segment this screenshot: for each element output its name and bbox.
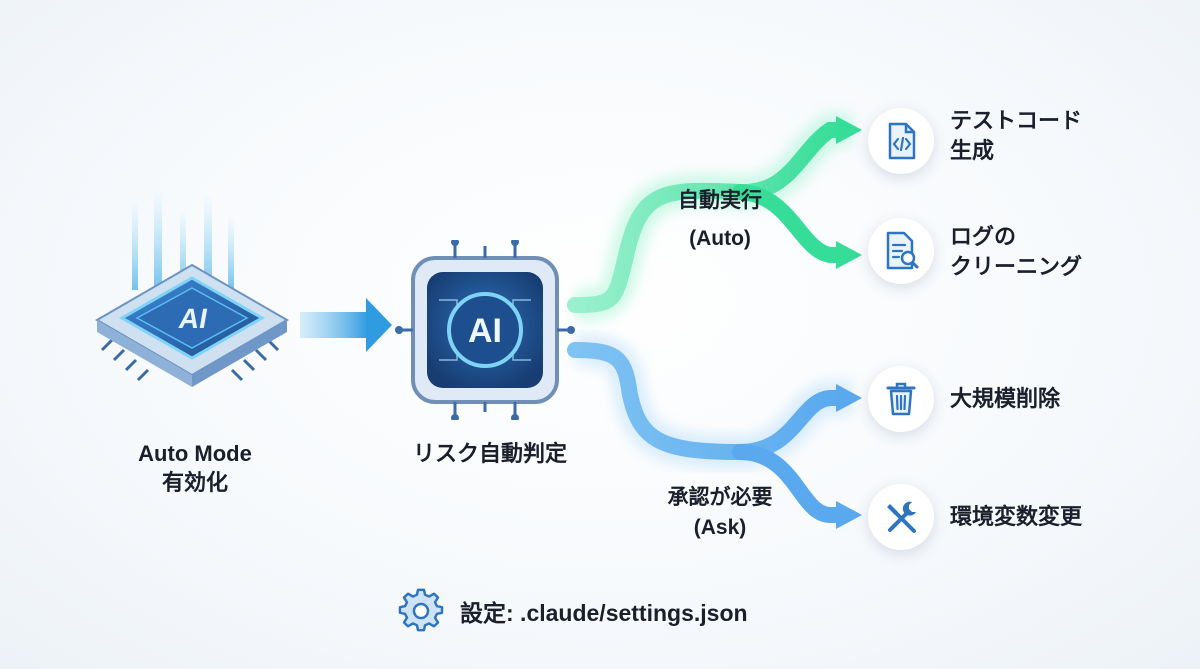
ask-branch-line2: (Ask) bbox=[693, 516, 747, 540]
log-search-icon bbox=[886, 231, 919, 270]
ask-branch bbox=[567, 342, 862, 529]
auto-branch-line1: 自動実行 bbox=[678, 189, 762, 212]
auto-branch bbox=[567, 116, 862, 313]
ask-branch-label: 承認が必要 (Ask) bbox=[660, 483, 780, 544]
action-bulk-delete bbox=[868, 366, 934, 432]
gear-icon bbox=[398, 588, 444, 632]
source-label-line1: Auto Mode bbox=[138, 441, 252, 466]
ai-chip-icon: AI bbox=[95, 190, 289, 387]
action-3-line1: 大規模削除 bbox=[950, 386, 1061, 411]
action-4-line1: 環境変数変更 bbox=[950, 504, 1083, 529]
trash-icon bbox=[886, 382, 916, 416]
action-test-code-label: テストコード 生成 bbox=[950, 106, 1082, 165]
action-1-line2: 生成 bbox=[950, 137, 995, 163]
tools-icon bbox=[887, 501, 916, 533]
action-2-line2: クリーニング bbox=[950, 253, 1083, 279]
judge-label: リスク自動判定 bbox=[412, 441, 567, 466]
ask-branch-line1: 承認が必要 bbox=[667, 486, 773, 509]
main-arrow bbox=[300, 298, 392, 352]
action-test-code bbox=[868, 108, 934, 174]
source-label-line2: 有効化 bbox=[161, 469, 228, 495]
svg-text:AI: AI bbox=[177, 302, 211, 334]
code-file-icon bbox=[888, 122, 916, 160]
settings-path-text: 設定: .claude/settings.json bbox=[460, 600, 748, 626]
ai-processor-icon: AI bbox=[395, 240, 575, 420]
action-env-change bbox=[868, 484, 934, 550]
auto-branch-line2: (Auto) bbox=[689, 226, 751, 250]
settings-footer: 設定: .claude/settings.json bbox=[398, 588, 748, 634]
action-env-change-label: 環境変数変更 bbox=[950, 502, 1082, 532]
auto-branch-label: 自動実行 (Auto) bbox=[660, 182, 780, 258]
svg-text:AI: AI bbox=[468, 312, 502, 350]
source-label: Auto Mode 有効化 bbox=[110, 440, 280, 497]
action-log-cleaning-label: ログの クリーニング bbox=[950, 222, 1082, 281]
action-1-line1: テストコード bbox=[950, 108, 1083, 133]
action-bulk-delete-label: 大規模削除 bbox=[950, 384, 1060, 414]
action-log-cleaning bbox=[868, 218, 934, 284]
action-2-line1: ログの bbox=[950, 224, 1017, 249]
